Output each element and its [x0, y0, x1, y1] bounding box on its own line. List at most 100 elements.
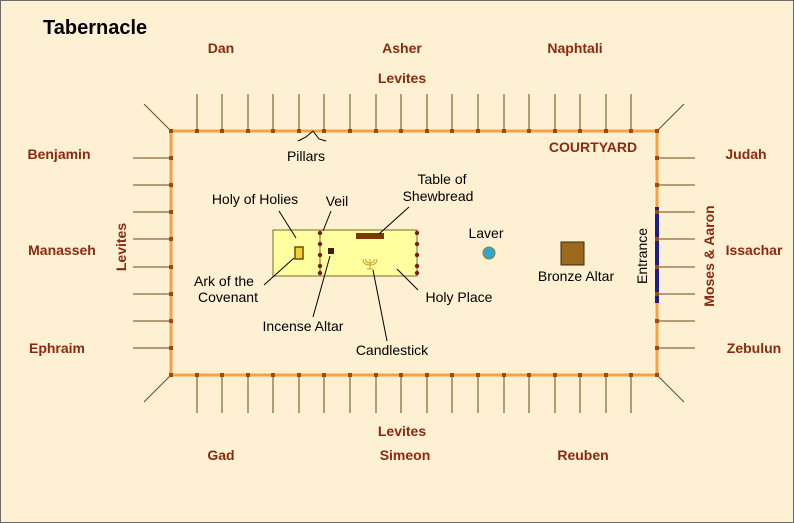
post-dot [297, 129, 301, 133]
table-label-line2: Shewbread [403, 188, 474, 204]
ark-label-line1: Ark of the [194, 273, 254, 289]
ark-pointer [263, 257, 295, 286]
post-dot [169, 129, 173, 133]
post-dot [604, 129, 608, 133]
post-dot [169, 183, 173, 187]
veil-pointer [322, 210, 332, 232]
post-dot [604, 373, 608, 377]
candlestick-pointer [372, 269, 388, 342]
post-dot [195, 129, 199, 133]
post-dot [220, 129, 224, 133]
tribe-naphtali: Naphtali [547, 40, 602, 56]
corner-post [656, 103, 685, 132]
post-dot [374, 373, 378, 377]
post-dot [527, 129, 531, 133]
post-dot [169, 237, 173, 241]
incense-altar-label: Incense Altar [263, 318, 344, 334]
tribe-gad: Gad [207, 447, 234, 463]
tribe-judah: Judah [725, 146, 766, 162]
post-dot [502, 129, 506, 133]
post-dot [322, 129, 326, 133]
pillars-pointer-left [297, 130, 314, 142]
post-dot [169, 346, 173, 350]
tribe-asher: Asher [382, 40, 422, 56]
post-dot [553, 373, 557, 377]
post-dot [655, 319, 659, 323]
candlestick [362, 258, 378, 270]
table-of-shewbread [356, 233, 384, 239]
pillars-label: Pillars [287, 148, 325, 164]
post-dot [425, 373, 429, 377]
sanctuary-entrance-pillar [414, 241, 420, 247]
bronze-altar-label: Bronze Altar [538, 268, 615, 284]
levites-south: Levites [378, 423, 426, 439]
laver-label: Laver [468, 225, 503, 241]
veil-pillar [317, 241, 323, 247]
post-dot [578, 373, 582, 377]
veil-pillar [317, 252, 323, 258]
table-label-line1: Table of [417, 171, 466, 187]
holy-place-label: Holy Place [426, 289, 493, 305]
post-dot [374, 129, 378, 133]
post-dot [655, 346, 659, 350]
tribe-reuben: Reuben [557, 447, 608, 463]
sanctuary-entrance-pillar [414, 230, 420, 236]
post-dot [169, 265, 173, 269]
sanctuary-entrance-pillar [414, 252, 420, 258]
post-dot [297, 373, 301, 377]
post-dot [399, 129, 403, 133]
courtyard-post-dots [169, 129, 659, 377]
post-dot [195, 373, 199, 377]
post-dot [502, 373, 506, 377]
corner-post [143, 374, 172, 403]
post-dot [655, 265, 659, 269]
post-dot [169, 292, 173, 296]
veil-label: Veil [326, 193, 349, 209]
post-dot [348, 373, 352, 377]
post-dot [655, 237, 659, 241]
moses-aaron-camp: Moses & Aaron [701, 205, 717, 306]
corner-post [656, 374, 685, 403]
post-dot [655, 156, 659, 160]
pillars-pointer-right [312, 130, 327, 142]
post-dot [169, 156, 173, 160]
levites-north: Levites [378, 70, 426, 86]
post-dot [655, 210, 659, 214]
veil-pillar [317, 230, 323, 236]
bronze-altar [560, 241, 585, 266]
post-dot [629, 373, 633, 377]
post-dot [629, 129, 633, 133]
candlestick-label: Candlestick [356, 342, 429, 358]
post-dot [476, 373, 480, 377]
tribe-manasseh: Manasseh [28, 242, 96, 258]
post-dot [271, 373, 275, 377]
incense-altar-pointer [312, 255, 331, 318]
tribe-ephraim: Ephraim [29, 340, 85, 356]
courtyard-posts [133, 94, 695, 413]
holy-place-pointer [396, 268, 419, 291]
entrance-label: Entrance [634, 228, 650, 284]
post-dot [220, 373, 224, 377]
post-dot [246, 129, 250, 133]
diagram-title: Tabernacle [43, 17, 147, 39]
post-dot [348, 129, 352, 133]
corner-post [143, 103, 172, 132]
tribe-benjamin: Benjamin [27, 146, 90, 162]
veil-pillar [317, 263, 323, 269]
post-dot [425, 129, 429, 133]
courtyard-label: COURTYARD [549, 139, 637, 155]
post-dot [322, 373, 326, 377]
laver [482, 246, 496, 260]
tribe-dan: Dan [208, 40, 234, 56]
post-dot [578, 129, 582, 133]
incense-altar [328, 248, 334, 254]
post-dot [246, 373, 250, 377]
post-dot [527, 373, 531, 377]
post-dot [450, 129, 454, 133]
table-pointer [378, 206, 410, 235]
tribe-issachar: Issachar [726, 242, 783, 258]
post-dot [169, 210, 173, 214]
sanctuary-entrance-pillar [414, 263, 420, 269]
